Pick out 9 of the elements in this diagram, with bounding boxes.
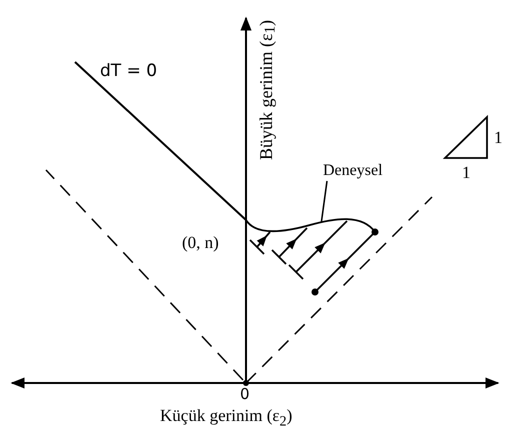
slope-number: 1: [462, 164, 470, 181]
equation-label: dT = 0: [100, 63, 158, 80]
axis-title: Küçük gerinim (ε$_{2}$): [160, 407, 292, 426]
origin-label: 0: [240, 387, 250, 402]
slope-number: 1: [494, 129, 502, 146]
leader-line: [320, 180, 328, 222]
experimental-curve: [245, 218, 376, 233]
curve-label: Deneysel: [323, 163, 383, 179]
point-label: (0, n): [182, 234, 219, 251]
